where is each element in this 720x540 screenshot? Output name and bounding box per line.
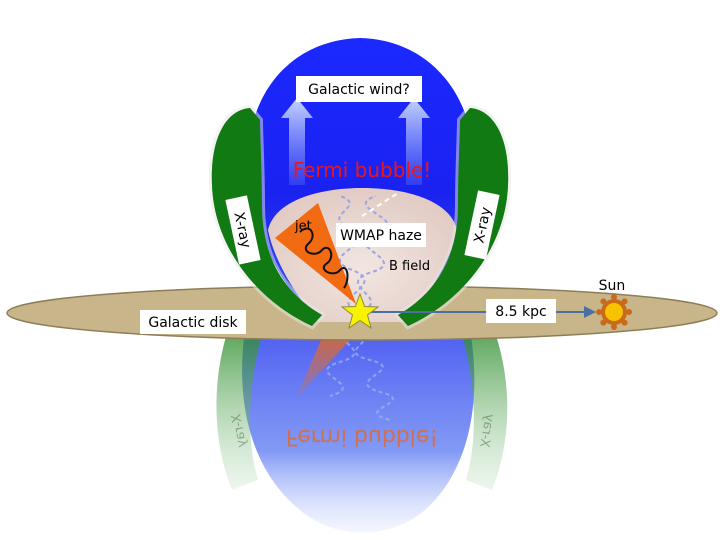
distance-box	[486, 299, 556, 323]
galactic-disk-label: Galactic disk	[148, 315, 238, 331]
xray-left-reflection-label: X-ray	[229, 413, 250, 449]
distance-label: 8.5 kpc	[495, 304, 546, 320]
xray-right-label: X-ray	[471, 206, 494, 245]
wmap-haze-label: WMAP haze	[340, 228, 422, 244]
sun-label: Sun	[599, 278, 626, 294]
wind-arrow-left	[281, 98, 313, 185]
reflection-bubble	[242, 330, 475, 533]
galactic-disk-box	[140, 310, 246, 334]
b-field-label: B field	[389, 259, 430, 274]
galactic-wind-label: Galactic wind?	[308, 82, 410, 98]
xray-left-label: X-ray	[230, 211, 253, 250]
galactic-wind-arrows	[281, 98, 430, 185]
jet-helix	[299, 227, 349, 289]
reflection-jet	[296, 338, 352, 398]
fermi-bubble-reflection-label: Fermi bubble!	[286, 424, 439, 449]
reflection-xray-right	[462, 330, 508, 490]
sun-icon	[596, 294, 632, 330]
xray-shell-right	[393, 104, 512, 330]
wmap-haze-box	[336, 223, 426, 247]
xray-shell-left	[208, 104, 327, 330]
xray-right-reflection-label: X-ray	[476, 412, 497, 448]
haze-pointer	[361, 192, 399, 217]
wind-arrow-right	[398, 98, 430, 185]
reflection-xray-left	[216, 330, 262, 490]
jet-label: jet	[294, 219, 312, 234]
b-field-lines	[338, 195, 389, 313]
xray-right-label-box: X-ray	[464, 190, 500, 260]
reflection-group: Fermi bubble! X-ray X-ray	[216, 329, 508, 533]
xray-left-label-box: X-ray	[225, 195, 261, 265]
galactic-center-star	[340, 292, 380, 330]
galactic-wind-box	[296, 76, 422, 102]
fermi-bubble-label: Fermi bubble!	[293, 158, 432, 182]
